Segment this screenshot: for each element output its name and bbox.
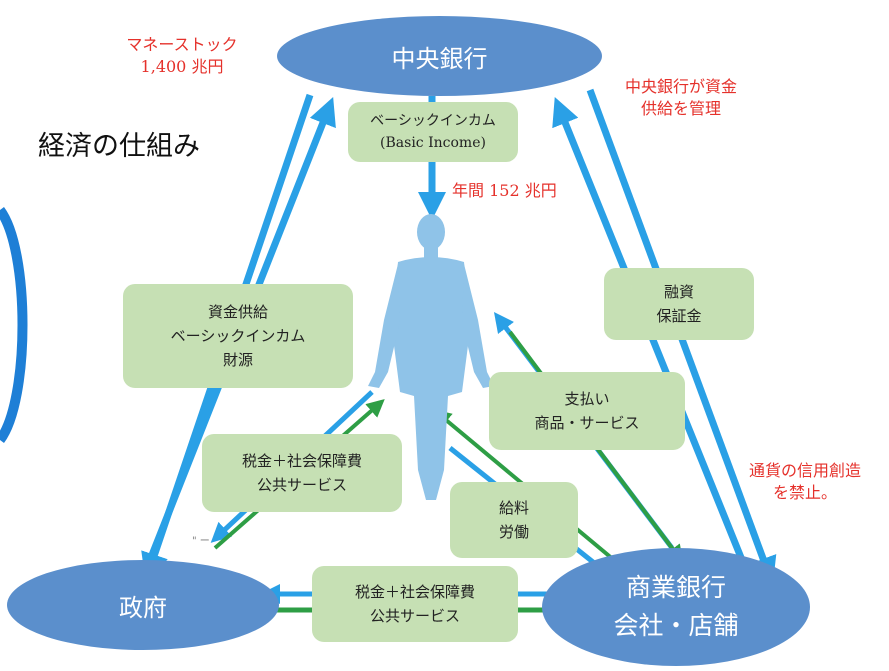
money-stock-label: マネーストック (126, 35, 238, 54)
payment-line2: 商品・サービス (534, 414, 640, 432)
payment-box: 支払い 商品・サービス (489, 372, 685, 450)
commercial-bank-node: 商業銀行 会社・店舗 (542, 548, 810, 666)
tax-bottom-line1: 税金＋社会保障費 (354, 583, 475, 601)
basic-income-english: (Basic Income) (380, 135, 486, 151)
central-bank-label: 中央銀行 (391, 44, 488, 73)
loan-line1: 融資 (663, 283, 694, 301)
salary-line1: 給料 (498, 499, 529, 517)
central-bank-manages-line1: 中央銀行が資金 (624, 77, 737, 96)
ban-credit-creation-note: 通貨の信用創造 を禁止。 (740, 460, 870, 504)
loan-line2: 保証金 (656, 307, 702, 325)
fund-supply-line3: 財源 (222, 351, 253, 369)
central-bank-node: 中央銀行 (277, 16, 602, 96)
left-edge-circle (0, 207, 28, 443)
tax-bottom-line2: 公共サービス (369, 607, 460, 625)
ban-credit-creation-line2: を禁止。 (772, 483, 837, 502)
shops-label: 会社・店舗 (613, 611, 739, 640)
money-stock-note: マネーストック 1,400 兆円 (92, 34, 272, 78)
fund-supply-line1: 資金供給 (207, 303, 268, 321)
person-figure (368, 214, 494, 500)
annual-amount-note: 年間 152 兆円 (452, 181, 557, 200)
tax-services-box-left: 税金＋社会保障費 公共サービス (202, 434, 402, 512)
ban-credit-creation-line1: 通貨の信用創造 (748, 461, 861, 480)
tax-left-line2: 公共サービス (256, 476, 347, 494)
central-bank-manages-line2: 供給を管理 (640, 99, 721, 118)
commercial-bank-label: 商業銀行 (625, 573, 726, 602)
government-label: 政府 (119, 593, 167, 622)
stray-mark: " ー (192, 536, 210, 547)
salary-box: 給料 労働 (450, 482, 578, 558)
basic-income-box: ベーシックインカム (Basic Income) (348, 102, 518, 162)
tax-services-box-bottom: 税金＋社会保障費 公共サービス (312, 566, 518, 642)
central-bank-manages-note: 中央銀行が資金 供給を管理 (596, 76, 766, 120)
government-node: 政府 (7, 560, 279, 650)
payment-line1: 支払い (564, 390, 610, 408)
loan-box: 融資 保証金 (604, 268, 754, 340)
fund-supply-box: 資金供給 ベーシックインカム 財源 (123, 284, 353, 388)
basic-income-label: ベーシックインカム (370, 113, 496, 129)
page-title: 経済の仕組み (38, 131, 200, 162)
fund-supply-line2: ベーシックインカム (170, 327, 306, 345)
salary-line2: 労働 (498, 523, 529, 541)
tax-left-line1: 税金＋社会保障費 (241, 452, 362, 470)
money-stock-value: 1,400 兆円 (140, 57, 224, 76)
